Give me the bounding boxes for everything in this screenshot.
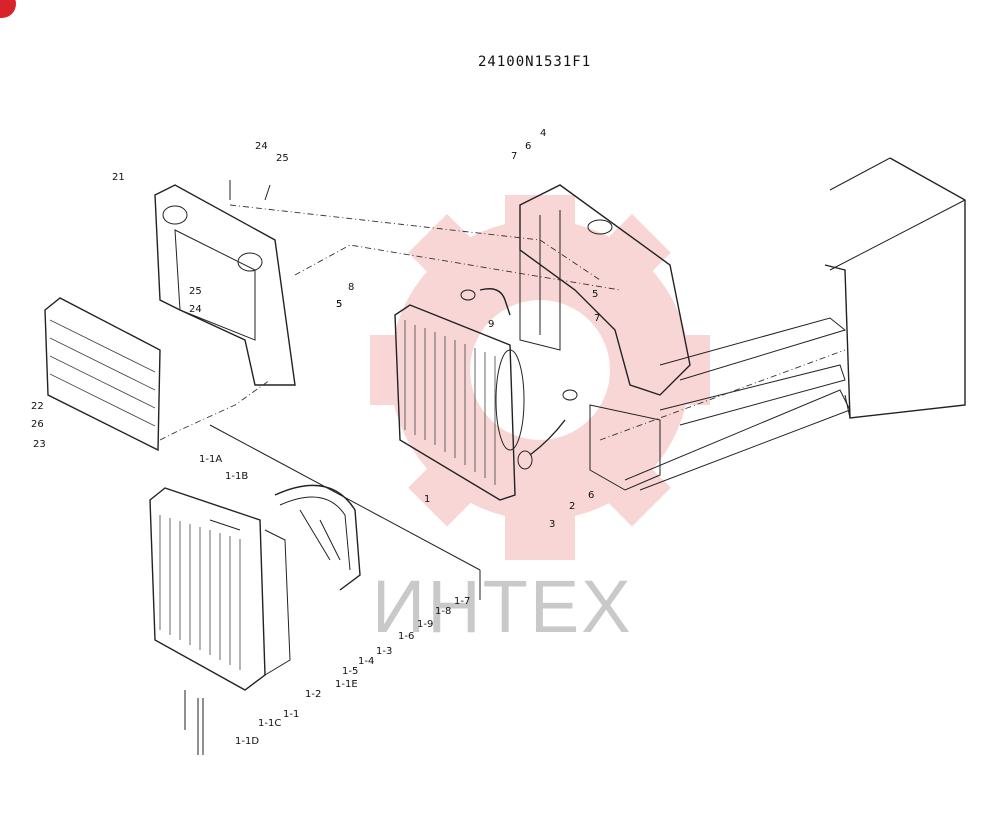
callout: 1-3 <box>376 646 392 657</box>
callout: 5 <box>336 299 342 310</box>
callout: 21 <box>112 172 125 183</box>
callout: 1-1C <box>258 718 281 729</box>
chassis-frame <box>599 157 966 491</box>
callout: 1-1 <box>283 709 299 720</box>
callout: 9 <box>488 319 494 330</box>
callout-labels: 1 1-1 1-1A 1-1B 1-1C 1-1D 1-1E 1-2 1-3 1… <box>31 128 600 747</box>
grille-part <box>44 297 161 452</box>
callout: 24 <box>189 304 202 315</box>
radiator-core-detail <box>149 487 291 755</box>
callout: 1 <box>424 494 430 505</box>
callout: 1-4 <box>358 656 374 667</box>
radiator-guard-part <box>154 184 296 386</box>
callout: 8 <box>348 282 354 293</box>
callout: 1-1A <box>199 454 222 465</box>
callout: 5 <box>336 299 342 310</box>
callout: 5 <box>592 289 598 300</box>
callout: 1-6 <box>398 631 414 642</box>
leader-lines <box>159 180 621 730</box>
callout: 23 <box>33 439 46 450</box>
drawing-number: 24100N1531F1 <box>478 54 592 70</box>
callout: 24 <box>255 141 268 152</box>
callout: 1-1E <box>335 679 358 690</box>
callout: 1-8 <box>435 606 451 617</box>
fan-part <box>274 484 361 591</box>
hose-parts <box>460 288 578 470</box>
callout: 1-1B <box>225 471 248 482</box>
watermark-text: ИНТЕХ <box>372 565 633 648</box>
callout: 1-1D <box>235 736 259 747</box>
callout: 25 <box>189 286 202 297</box>
callout: 7 <box>511 151 517 162</box>
corner-badge-icon <box>0 0 16 18</box>
radiator-assembly-upper <box>394 304 525 501</box>
callout: 22 <box>31 401 44 412</box>
callout: 26 <box>31 419 44 430</box>
callout: 4 <box>540 128 546 139</box>
callout: 1-9 <box>417 619 433 630</box>
callout: 1-2 <box>305 689 321 700</box>
callout: 6 <box>588 490 594 501</box>
callout: 6 <box>525 141 531 152</box>
callout: 2 <box>569 501 575 512</box>
callout: 3 <box>549 519 555 530</box>
callout: 25 <box>276 153 289 164</box>
callout: 7 <box>594 313 600 324</box>
callout: 1-5 <box>342 666 358 677</box>
callout: 1-7 <box>454 596 470 607</box>
